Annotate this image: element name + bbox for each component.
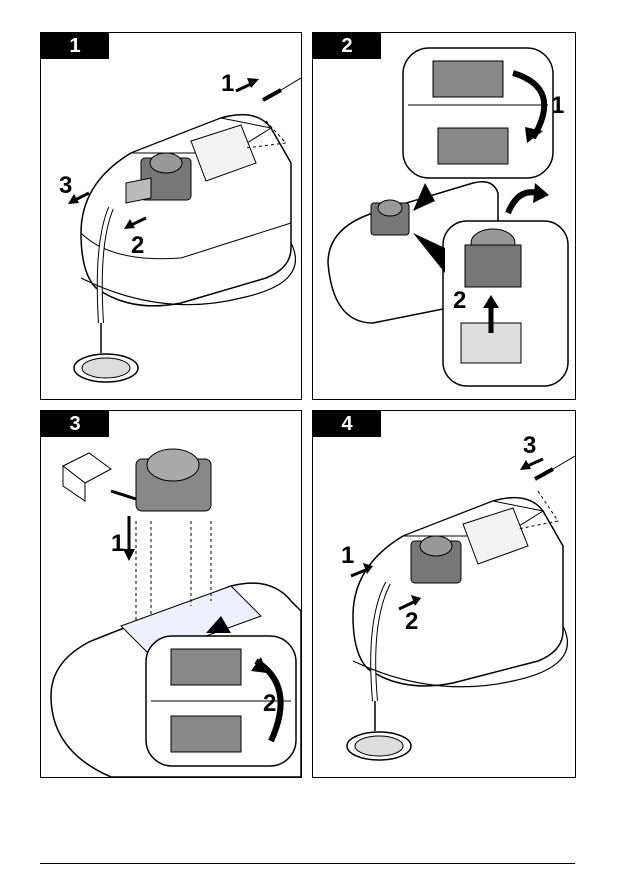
- step-2-panel: 1 2 2: [312, 32, 576, 400]
- step-1-callout-3: 3: [59, 172, 72, 199]
- step-2-callout-1: 1: [551, 92, 564, 119]
- step-2-illustration: 1 2: [313, 33, 575, 399]
- step-1-illustration: 1 2 3: [41, 33, 301, 399]
- step-4-callout-2: 2: [405, 608, 418, 635]
- step-3-callout-1: 1: [111, 530, 124, 557]
- step-1-number: 1: [41, 33, 109, 59]
- step-4-callout-1: 1: [341, 542, 354, 569]
- step-4-callout-3: 3: [523, 432, 536, 459]
- step-4-illustration: 3 1 2: [313, 411, 575, 777]
- step-1-callout-2: 2: [131, 232, 144, 259]
- step-3-panel: 1 2 3: [40, 410, 302, 778]
- step-2-number: 2: [313, 33, 381, 59]
- footer-rule: [40, 863, 575, 864]
- step-3-number: 3: [41, 411, 109, 437]
- step-4-panel: 3 1 2 4: [312, 410, 576, 778]
- step-1-panel: 1 2 3 1: [40, 32, 302, 400]
- step-1-callout-1: 1: [221, 70, 234, 97]
- step-4-number: 4: [313, 411, 381, 437]
- step-3-illustration: 1 2: [41, 411, 301, 777]
- step-2-callout-2: 2: [453, 287, 466, 314]
- step-3-callout-2: 2: [263, 690, 276, 717]
